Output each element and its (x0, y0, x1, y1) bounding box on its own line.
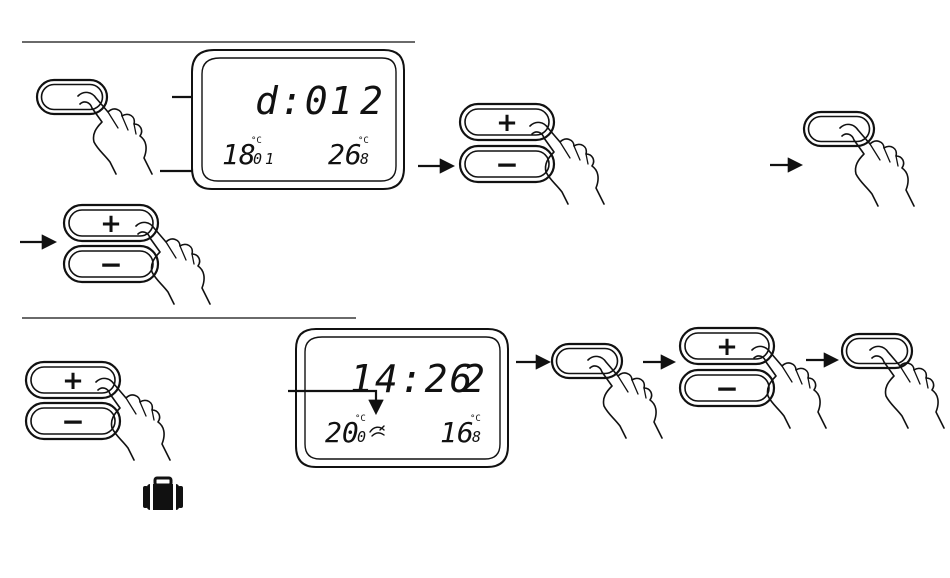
svg-text:+: + (496, 108, 518, 138)
lcd-left-temp: 20 (325, 416, 359, 449)
svg-text:−: − (99, 248, 122, 281)
lcd-right-unit: °C (358, 136, 369, 146)
suitcase-icon (143, 478, 183, 510)
mode-key-3[interactable] (552, 344, 622, 378)
lcd-main-text: 14:26 (350, 357, 474, 401)
lcd-right-decimal: 8 (472, 428, 481, 446)
lcd-left-unit: °C (355, 414, 366, 424)
minus-key-1[interactable]: − (460, 146, 554, 182)
lcd-right-temp: 16 (440, 416, 474, 449)
lcd-right-temp: 26 (328, 138, 362, 171)
lcd-day-number: 2 (462, 357, 487, 401)
lcd-day-number: 2 (360, 79, 385, 123)
lcd-left-decimal: 0 (253, 150, 262, 168)
lcd-left-mark: 1 (265, 150, 274, 168)
lcd-right-unit: °C (470, 414, 481, 424)
svg-text:−: − (495, 148, 518, 181)
lcd-display-1: d:01 2 18 °C 0 1 26 °C 8 (192, 50, 404, 189)
svg-text:+: + (62, 366, 84, 396)
lcd-right-decimal: 8 (360, 150, 369, 168)
mode-key-4[interactable] (842, 334, 912, 368)
svg-text:−: − (715, 372, 738, 405)
minus-key-4[interactable]: − (680, 370, 774, 406)
mode-key-2[interactable] (804, 112, 874, 146)
lcd-display-2: 14:26 2 20 °C 0 16 °C 8 (296, 329, 508, 467)
minus-key-3[interactable]: − (26, 403, 120, 439)
mode-key-1[interactable] (37, 80, 107, 114)
lcd-left-decimal: 0 (357, 428, 366, 446)
svg-text:+: + (100, 209, 122, 239)
svg-text:−: − (61, 405, 84, 438)
svg-text:+: + (716, 332, 738, 362)
minus-key-2[interactable]: − (64, 246, 158, 282)
lcd-left-unit: °C (251, 136, 262, 146)
lcd-main-text: d:01 (255, 79, 355, 123)
plus-key-3[interactable]: + (26, 362, 120, 398)
